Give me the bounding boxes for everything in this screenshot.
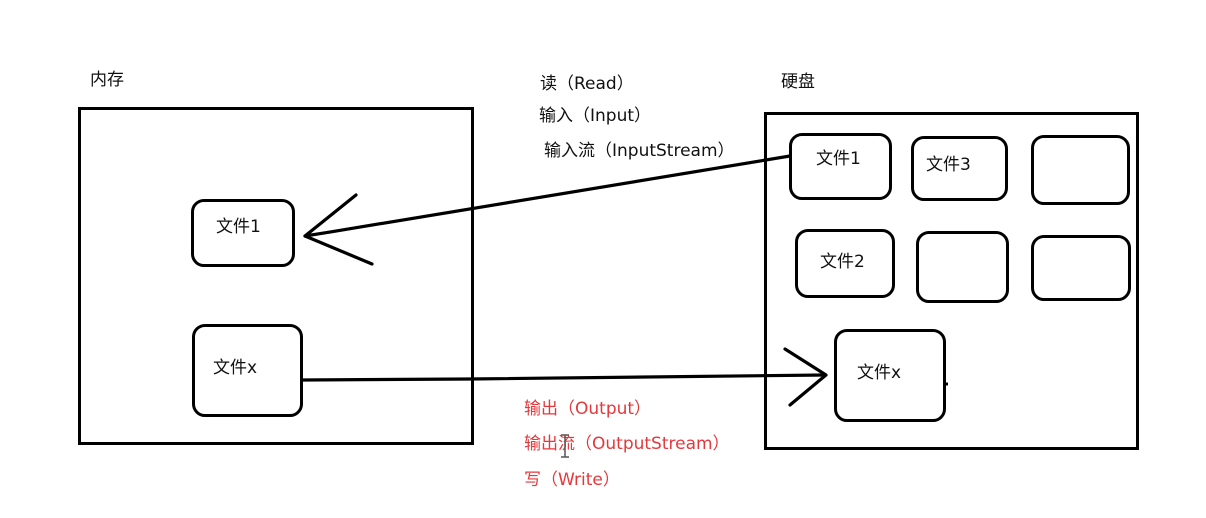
disk-file-1-label: 文件1 <box>816 149 861 169</box>
disk-empty-slot-3 <box>1031 235 1131 301</box>
memory-title: 内存 <box>90 70 124 90</box>
memory-file-1-label: 文件1 <box>216 217 261 237</box>
disk-file-x-label: 文件x <box>857 363 902 383</box>
text-cursor-icon <box>561 434 569 458</box>
input-label: 输入（Input） <box>539 106 652 126</box>
disk-empty-slot-1 <box>1031 135 1130 205</box>
memory-frame <box>78 107 474 445</box>
disk-file-1: 文件1 <box>789 133 892 200</box>
memory-file-1: 文件1 <box>191 199 295 267</box>
disk-frame <box>764 112 1139 450</box>
disk-file-2: 文件2 <box>795 229 895 298</box>
disk-file-x: 文件x <box>834 329 946 422</box>
disk-file-3: 文件3 <box>911 136 1008 201</box>
output-label: 输出（Output） <box>524 399 652 419</box>
read-arrow-line <box>303 154 792 238</box>
disk-file-3-label: 文件3 <box>926 155 971 175</box>
memory-file-x-label: 文件x <box>213 358 258 378</box>
inputstream-label: 输入流（InputStream） <box>544 141 735 161</box>
disk-file-2-label: 文件2 <box>820 252 865 272</box>
disk-title: 硬盘 <box>781 72 815 92</box>
disk-empty-slot-2 <box>916 231 1009 303</box>
write-arrow-line <box>301 373 827 382</box>
outputstream-label: 输出流（OutputStream） <box>524 434 730 454</box>
write-label: 写（Write） <box>524 470 620 490</box>
write-arrowhead <box>783 347 828 407</box>
read-arrowhead <box>303 193 374 266</box>
memory-file-x: 文件x <box>192 324 303 417</box>
read-label: 读（Read） <box>540 74 634 94</box>
